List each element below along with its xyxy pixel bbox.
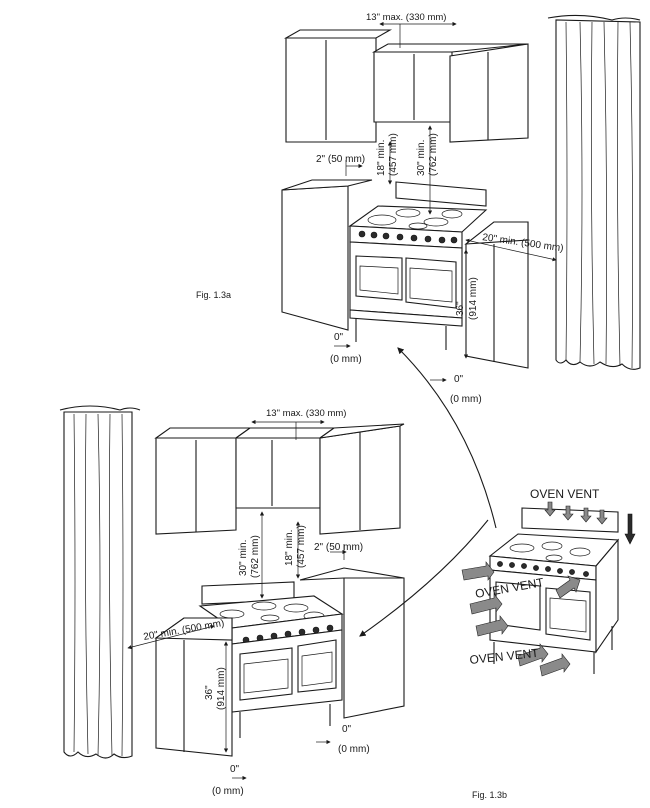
label-h36-c: 36" — [204, 685, 215, 700]
dim-side-20-a — [465, 238, 557, 262]
label-h18-c: 18" min. — [284, 530, 295, 566]
label-zero-left-mm-c: (0 mm) — [212, 786, 244, 797]
fig-a-drawing — [281, 14, 641, 529]
upper-cabinets-a — [283, 29, 529, 143]
label-zero-left-c: 0" — [230, 764, 240, 775]
dim-side-20-c — [127, 624, 215, 650]
label-h18mm-a: (457 mm) — [388, 133, 399, 176]
label-h30mm-a: (762 mm) — [428, 133, 439, 176]
label-zero-right-mm-c: (0 mm) — [338, 744, 370, 755]
label-h30mm-c: (762 mm) — [250, 535, 261, 578]
curve-arrow-up — [397, 347, 497, 529]
vent-arrows — [461, 501, 636, 677]
label-h30-a: 30" min. — [416, 140, 427, 176]
fig-b-drawing — [461, 501, 636, 677]
base-cabinet-left-a — [281, 179, 373, 331]
label-side-gap-c: 2" (50 mm) — [314, 542, 363, 553]
label-max-top-a: 13" max. (330 mm) — [366, 12, 446, 23]
label-zero-right-mm-a: (0 mm) — [450, 394, 482, 405]
curtain-right — [547, 14, 641, 370]
label-h30-c: 30" min. — [238, 540, 249, 576]
curtain-left — [59, 405, 141, 759]
label-zero-right-c: 0" — [342, 724, 352, 735]
label-h18mm-c: (457 mm) — [296, 525, 307, 568]
label-h36mm-a: (914 mm) — [468, 277, 479, 320]
upper-cabinets-c — [154, 423, 405, 535]
label-vent-bottom: OVEN VENT — [469, 646, 540, 667]
label-side-gap-a: 2" (50 mm) — [316, 154, 365, 165]
label-h36-a: 36" — [455, 301, 466, 316]
fig-a-caption: Fig. 1.3a — [196, 290, 231, 300]
label-max-top-c: 13" max. (330 mm) — [266, 408, 346, 419]
label-vent-top: OVEN VENT — [530, 487, 600, 501]
label-zero-left-mm-a: (0 mm) — [330, 354, 362, 365]
label-h18-a: 18" min. — [376, 140, 387, 176]
range-c — [198, 581, 344, 738]
fig-c-drawing — [59, 405, 489, 781]
fig-b-caption: Fig. 1.3b — [472, 790, 507, 800]
label-zero-right-a: 0" — [454, 374, 464, 385]
label-zero-left-a: 0" — [334, 332, 344, 343]
curve-arrow-down — [359, 519, 489, 637]
base-cabinet-right-c — [299, 567, 405, 719]
range-a — [348, 181, 488, 350]
label-h36mm-c: (914 mm) — [216, 667, 227, 710]
